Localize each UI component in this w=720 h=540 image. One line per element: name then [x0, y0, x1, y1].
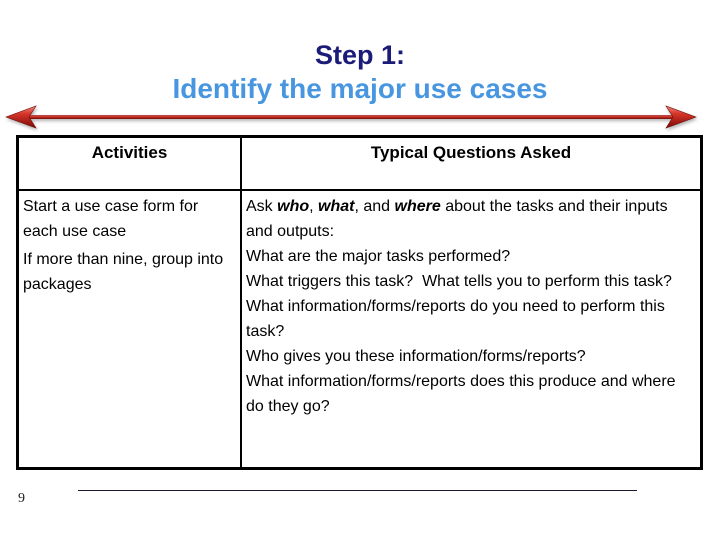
question-item: What are the major tasks performed?	[246, 248, 511, 265]
question-item: What triggers this task? What tells you …	[246, 273, 672, 290]
slide-title-line2: Identify the major use cases	[172, 73, 548, 104]
activity-item: If more than nine, group into packages	[23, 251, 224, 293]
activity-item: Start a use case form for each use case	[23, 198, 199, 240]
questions-cell: Ask who, what, and where about the tasks…	[242, 191, 700, 467]
slide-title-line1: Step 1:	[314, 40, 406, 70]
question-item: What information/forms/reports does this…	[246, 373, 680, 415]
question-item: What information/forms/reports do you ne…	[246, 298, 670, 340]
double-headed-arrow-icon	[2, 102, 716, 130]
question-item: Ask who, what, and where about the tasks…	[246, 198, 673, 240]
table-header-questions: Typical Questions Asked	[242, 138, 700, 191]
question-item: Who gives you these information/forms/re…	[246, 348, 586, 365]
use-case-table: Activities Typical Questions Asked Start…	[16, 135, 703, 470]
table-header-activities: Activities	[19, 138, 242, 191]
page-number: 9	[18, 491, 25, 506]
footer-divider-line	[78, 490, 637, 491]
